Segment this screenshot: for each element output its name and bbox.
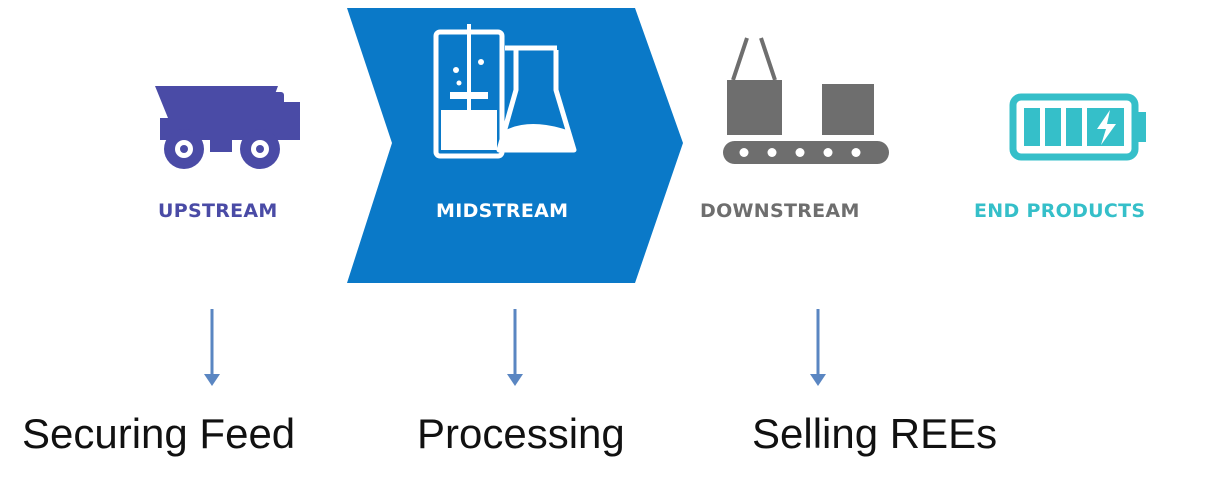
stage-label-midstream: MIDSTREAM <box>436 200 569 222</box>
arrow-downstream <box>810 309 826 386</box>
arrow-midstream <box>507 309 523 386</box>
caption-securing-feed: Securing Feed <box>22 410 296 457</box>
caption-processing: Processing <box>417 410 625 457</box>
arrow-upstream <box>204 309 220 386</box>
stage-label-downstream: DOWNSTREAM <box>700 200 860 222</box>
conveyor-belt-icon <box>723 37 889 164</box>
stage-label-end-products: END PRODUCTS <box>974 200 1146 222</box>
dump-truck-icon <box>155 86 300 169</box>
lab-beaker-flask-icon <box>433 24 577 159</box>
caption-selling-rees: Selling REEs <box>752 410 998 457</box>
battery-charging-icon <box>1009 93 1146 161</box>
stage-label-upstream: UPSTREAM <box>158 200 278 222</box>
